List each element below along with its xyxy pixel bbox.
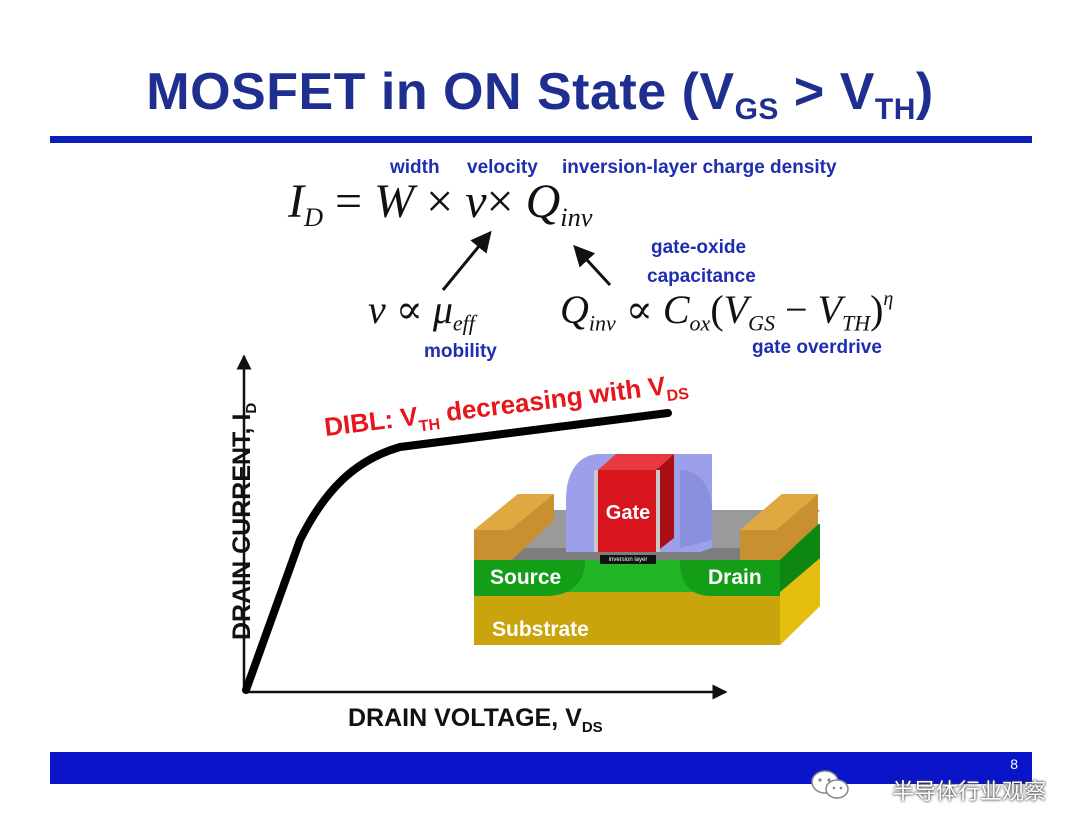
top-surface-edge	[474, 548, 790, 560]
capacitance-label: capacitance	[647, 266, 756, 287]
title-divider	[50, 136, 1032, 143]
charge-equation: Qinv ∝ Cox(VGS − VTH)η	[560, 287, 894, 336]
velocity-equation: v ∝ μeff	[368, 287, 475, 336]
charge-density-label: inversion-layer charge density	[562, 157, 837, 178]
id-vds-curve	[242, 409, 672, 694]
velocity-label: velocity	[467, 157, 538, 178]
inversion-layer	[600, 555, 656, 564]
gate-top	[598, 454, 674, 470]
source-label: Source	[490, 566, 562, 589]
page-number: 8	[1010, 756, 1018, 772]
gate-electrode	[598, 470, 656, 552]
source-contact-top	[474, 494, 554, 530]
inversion-layer-label: inversion layer	[608, 557, 648, 563]
gate-oxide-right	[656, 470, 660, 552]
x-axis-label: DRAIN VOLTAGE, VDS	[348, 704, 603, 736]
footer-bar	[50, 752, 1032, 784]
drain-current-equation: ID = W × v× Qinv	[288, 175, 593, 233]
source-well	[474, 560, 585, 596]
substrate-right	[780, 558, 820, 645]
gate-overdrive-label: gate overdrive	[752, 337, 882, 358]
page-title: MOSFET in ON State (VGS > VTH)	[146, 63, 934, 126]
width-label: width	[390, 157, 440, 178]
substrate-front	[474, 592, 780, 645]
gate-side	[656, 454, 674, 552]
mobility-label: mobility	[424, 341, 497, 362]
gate-oxide-left	[594, 470, 598, 552]
gate-label: Gate	[605, 502, 651, 524]
drain-well	[680, 560, 780, 596]
active-layer-right	[780, 524, 820, 592]
gate-oxide-label: gate-oxide	[651, 237, 747, 258]
substrate-label: Substrate	[492, 618, 589, 641]
source-contact	[474, 494, 554, 560]
drain-contact-top	[740, 494, 818, 530]
gate-spacer-right	[680, 470, 712, 548]
watermark-text: 半导体行业观察	[891, 779, 1046, 804]
drain-label: Drain	[708, 566, 762, 589]
mobility-arrow	[441, 230, 492, 291]
charge-arrow	[573, 244, 612, 287]
wechat-icon	[811, 770, 849, 799]
